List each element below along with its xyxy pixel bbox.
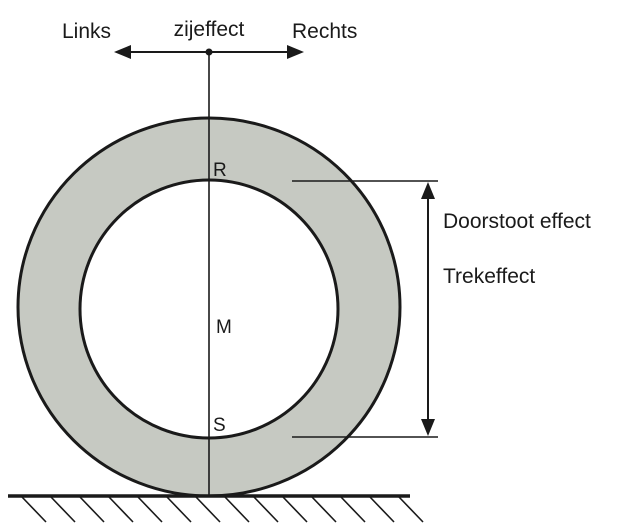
hatch-stroke bbox=[50, 496, 76, 523]
label-doorstoot-effect: Doorstoot effect bbox=[443, 210, 591, 233]
hatch-stroke bbox=[340, 496, 366, 523]
arrow-left-head bbox=[114, 45, 131, 59]
hatch-stroke bbox=[79, 496, 105, 523]
point-m-label: M bbox=[216, 317, 232, 338]
hatch-stroke bbox=[195, 496, 221, 523]
hatch-stroke bbox=[224, 496, 250, 523]
dimension-arrow-top-head bbox=[421, 182, 435, 199]
hatch-stroke bbox=[253, 496, 279, 523]
point-r-label: R bbox=[213, 160, 227, 181]
hatch-stroke bbox=[166, 496, 192, 523]
hatch-stroke bbox=[311, 496, 337, 523]
label-links: Links bbox=[62, 20, 111, 43]
hatch-stroke bbox=[369, 496, 395, 523]
label-trekeffect: Trekeffect bbox=[443, 265, 535, 288]
label-rechts: Rechts bbox=[292, 20, 357, 43]
label-zijeffect: zijeffect bbox=[174, 18, 245, 41]
hatch-stroke bbox=[137, 496, 163, 523]
arrow-right-head bbox=[287, 45, 304, 59]
ground-hatching bbox=[21, 496, 424, 523]
dimension-arrow-bottom-head bbox=[421, 419, 435, 436]
hatch-stroke bbox=[398, 496, 424, 523]
hatch-stroke bbox=[282, 496, 308, 523]
hatch-stroke bbox=[21, 496, 47, 523]
point-s-label: S bbox=[213, 415, 226, 436]
ball-ring bbox=[18, 118, 400, 496]
hatch-stroke bbox=[108, 496, 134, 523]
